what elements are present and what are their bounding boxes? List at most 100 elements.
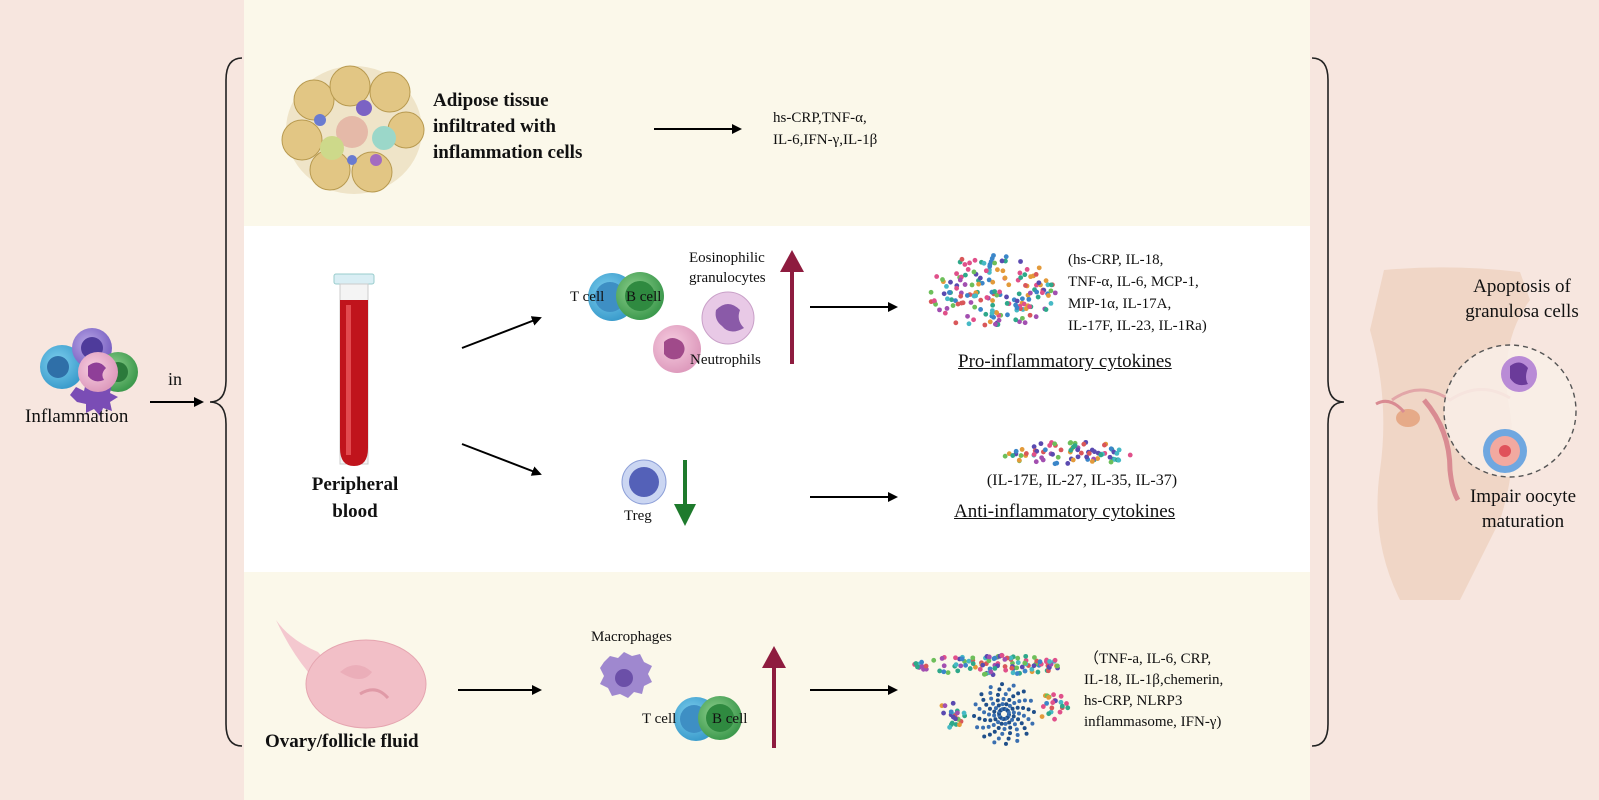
cytokine-dot — [1007, 703, 1012, 708]
cytokine-dot — [972, 257, 978, 263]
cytokine-dot — [1003, 721, 1008, 726]
cytokine-dot — [957, 722, 962, 728]
cytokine-dot — [1055, 663, 1060, 669]
cytokine-dot — [995, 692, 1000, 697]
cytokine-dot — [954, 271, 959, 277]
apoptosis-label-line: granulosa cells — [1465, 301, 1579, 322]
cytokine-dot — [1116, 447, 1122, 453]
cytokine-dot — [915, 664, 920, 670]
eosinophilic-label-line: Eosinophilic — [689, 250, 765, 266]
ovary-label: Ovary/follicle fluid — [265, 731, 419, 752]
cytokine-dot — [1030, 721, 1035, 726]
eosinophilic-label-line: granulocytes — [689, 270, 766, 286]
cytokine-dot — [965, 267, 971, 272]
cytokine-dot — [997, 687, 1002, 692]
increase-arrow-icon — [780, 250, 804, 364]
cytokine-dot — [959, 256, 965, 262]
cytokine-dot — [1014, 671, 1020, 676]
pro-cytokine-dots-icon — [928, 253, 1058, 328]
cytokine-dot — [988, 669, 994, 675]
cytokine-dot — [1078, 450, 1084, 456]
cytokine-dot — [1024, 731, 1029, 736]
adipose-label-line: infiltrated with — [433, 116, 556, 137]
cytokine-dot — [972, 713, 977, 718]
cytokine-dot — [921, 666, 926, 672]
cytokine-dot — [1033, 272, 1039, 277]
cytokine-dot — [1004, 301, 1010, 306]
cytokine-dot — [966, 321, 972, 327]
cytokine-dot — [1108, 446, 1114, 452]
cytokine-dot — [1013, 317, 1019, 323]
cytokine-dot — [1029, 666, 1035, 672]
cytokine-dot — [1021, 689, 1026, 694]
cytokine-dot — [1010, 670, 1016, 676]
t-cell-label: T cell — [570, 289, 605, 305]
cytokine-dot — [1014, 305, 1020, 311]
cytokine-dot — [1022, 726, 1027, 731]
adipose-cytokines: hs-CRP,TNF-α, IL-6,IFN-γ,IL-1β — [773, 107, 877, 151]
cytokine-dot — [986, 724, 991, 729]
bottom-t-b-cells-icon — [674, 696, 742, 741]
cytokine-dot — [1050, 700, 1056, 705]
cytokine-dot — [933, 301, 938, 307]
cytokine-dot — [1015, 705, 1020, 710]
cytokine-dot — [955, 301, 961, 307]
cytokine-dot — [992, 729, 997, 734]
cytokine-dot — [1043, 307, 1049, 312]
cytokine-dot — [983, 268, 989, 274]
cytokine-dot — [1068, 447, 1074, 453]
cytokine-dot — [1018, 453, 1024, 458]
t-b-cells-icon — [588, 272, 664, 321]
cytokine-dot — [992, 289, 998, 294]
cytokine-dot — [1016, 457, 1022, 463]
cytokine-dot — [994, 310, 1000, 316]
bottom-cytokine-line: hs-CRP, NLRP3 — [1084, 693, 1183, 709]
pro-cytokine-line: TNF-α, IL-6, MCP-1, — [1068, 274, 1199, 290]
left-brace — [209, 57, 243, 747]
cytokine-dot — [962, 262, 968, 267]
cytokine-dot — [992, 665, 998, 671]
cytokine-dot — [1046, 293, 1051, 298]
cytokine-dot — [1050, 451, 1055, 457]
peripheral-blood-label: Peripheral blood — [296, 471, 414, 525]
cytokine-dot — [1058, 447, 1064, 453]
cytokine-dot — [1089, 459, 1095, 464]
cytokine-dot — [1052, 290, 1058, 296]
cytokine-dot — [1003, 258, 1008, 264]
cytokine-dot — [1046, 711, 1052, 717]
right-brace — [1311, 57, 1345, 747]
cytokine-dot — [996, 720, 1001, 725]
cytokine-dot — [1017, 319, 1022, 325]
cytokine-dot — [993, 706, 998, 711]
cytokine-dot — [1022, 320, 1028, 326]
cytokine-dot — [988, 685, 993, 690]
eosinophil-icon — [701, 291, 755, 345]
neutrophils-label: Neutrophils — [690, 352, 761, 368]
treg-label: Treg — [624, 508, 652, 524]
cytokine-dot — [1012, 701, 1017, 706]
cytokine-dot — [1014, 665, 1020, 671]
cytokine-dot — [981, 697, 986, 702]
cytokine-dot — [979, 280, 985, 286]
cytokine-dot — [944, 306, 950, 311]
cytokine-dot — [993, 321, 998, 327]
cytokine-dot — [1015, 655, 1021, 661]
bottom-increase-arrow-icon — [762, 646, 786, 748]
pro-inflammatory-title: Pro-inflammatory cytokines — [958, 351, 1172, 372]
cytokine-dot — [1026, 707, 1031, 712]
cytokine-dot — [994, 292, 1000, 298]
cytokine-dot — [945, 670, 951, 675]
cytokine-dot — [995, 267, 1000, 273]
pro-cytokine-line: MIP-1α, IL-17A, — [1068, 296, 1172, 312]
neutrophil-icon — [653, 325, 701, 373]
cytokine-dot — [1002, 275, 1008, 281]
cytokine-dot — [1081, 441, 1087, 447]
cytokine-dot — [1022, 660, 1028, 666]
bottom-t-cell-label: T cell — [642, 711, 677, 727]
cytokine-dot — [953, 298, 958, 304]
cytokine-dot — [991, 701, 996, 706]
cytokine-dot — [987, 732, 992, 737]
cytokine-dot — [984, 702, 989, 707]
cytokine-dot — [1021, 705, 1026, 710]
treg-cell-icon — [621, 459, 667, 505]
